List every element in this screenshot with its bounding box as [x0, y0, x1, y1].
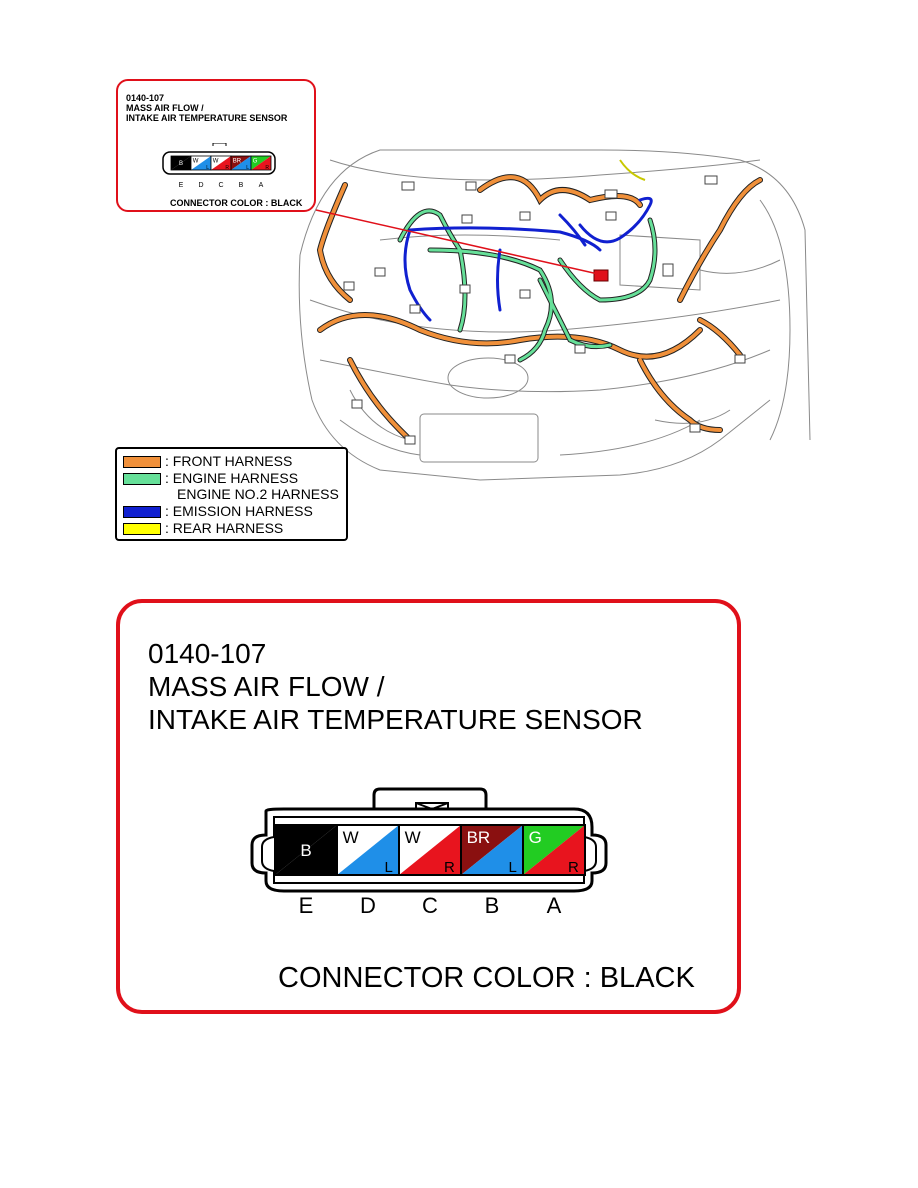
legend-label-engine: : ENGINE HARNESS: [165, 470, 299, 486]
large-pin-b-top-color: BR: [467, 828, 491, 847]
legend-label-rear: : REAR HARNESS: [165, 520, 284, 536]
small-pin-letter-c: C: [218, 182, 223, 189]
small-pin-d-top-color: W: [193, 158, 199, 164]
large-pin-c-top-color: W: [405, 828, 421, 847]
legend-label-engine-no2: ENGINE NO.2 HARNESS: [177, 486, 339, 502]
rear-harness-wires: [619, 159, 646, 181]
large-pin-d: WL: [336, 824, 400, 876]
legend-swatch-rear: [123, 522, 161, 535]
small-pin-e-color: B: [179, 161, 183, 167]
small-pin-a-top-color: G: [253, 158, 258, 164]
harness-legend: : FRONT HARNESS : ENGINE HARNESS ENGINE …: [115, 447, 348, 541]
large-connector-color: CONNECTOR COLOR : BLACK: [278, 962, 695, 994]
small-pin-a: GR: [250, 155, 272, 171]
large-pin-letter-a: A: [547, 893, 562, 917]
large-pin-a-bottom-color: R: [568, 859, 579, 876]
large-pin-e: B: [274, 824, 338, 876]
legend-label-front: : FRONT HARNESS: [165, 453, 293, 469]
legend-item-emission: : EMISSION HARNESS: [123, 504, 313, 519]
large-pin-c: WR: [398, 824, 462, 876]
small-pin-b: BR L: [230, 155, 252, 171]
legend-swatch-emission: [123, 505, 161, 518]
small-pin-c: WR: [210, 155, 232, 171]
small-pin-e: B: [170, 155, 192, 171]
large-pin-d-top-color: W: [343, 828, 359, 847]
large-pin-a: GR: [522, 824, 586, 876]
small-name-line2: INTAKE AIR TEMPERATURE SENSOR: [126, 113, 288, 123]
large-callout-box: 0140-107 MASS AIR FLOW / INTAKE AIR TEMP…: [116, 599, 741, 1014]
small-pin-letter-b: B: [239, 182, 244, 189]
large-pin-d-bottom-color: L: [384, 859, 392, 876]
small-pin-a-bottom-color: R: [265, 165, 269, 171]
small-callout-title: 0140-107 MASS AIR FLOW / INTAKE AIR TEMP…: [126, 93, 287, 123]
legend-item-rear: : REAR HARNESS: [123, 521, 283, 536]
small-pin-d-bottom-color: L: [206, 165, 209, 171]
small-pin-d: WL: [190, 155, 212, 171]
front-harness-wires-fill: [317, 175, 762, 442]
large-pin-a-top-color: G: [529, 828, 542, 847]
small-code: 0140-107: [126, 93, 165, 103]
legend-item-engine: : ENGINE HARNESS: [123, 471, 298, 486]
large-code: 0140-107: [148, 638, 267, 669]
legend-swatch-engine: [123, 472, 161, 485]
small-connector-color: CONNECTOR COLOR : BLACK: [170, 198, 303, 208]
large-pin-c-bottom-color: R: [444, 859, 455, 876]
small-pin-b-top-color: BR: [233, 158, 242, 164]
large-name-line2: INTAKE AIR TEMPERATURE SENSOR: [148, 704, 643, 735]
large-pin-letter-e: E: [299, 893, 314, 917]
legend-item-front: : FRONT HARNESS: [123, 454, 292, 469]
engine-harness-wires-fill: [398, 209, 657, 362]
small-pin-b-bottom-color: L: [246, 165, 249, 171]
large-pin-letter-d: D: [360, 893, 376, 917]
small-pin-letter-d: D: [198, 182, 203, 189]
connector-blocks: [343, 175, 746, 445]
large-pin-e-color: B: [300, 841, 311, 860]
large-pin-b-bottom-color: L: [508, 859, 516, 876]
large-pin-letter-b: B: [485, 893, 500, 917]
engine-bay-illustration: [298, 149, 811, 481]
maf-connector-marker: [593, 269, 609, 282]
small-pin-c-bottom-color: R: [225, 165, 229, 171]
legend-swatch-front: [123, 455, 161, 468]
large-pin-letter-c: C: [422, 893, 438, 917]
small-pin-letter-a: A: [259, 182, 264, 189]
emission-harness-wires: [403, 196, 653, 322]
small-callout-box: 0140-107 MASS AIR FLOW / INTAKE AIR TEMP…: [116, 79, 316, 212]
small-pin-letter-e: E: [179, 182, 184, 189]
small-name-line1: MASS AIR FLOW /: [126, 103, 204, 113]
large-name-line1: MASS AIR FLOW /: [148, 671, 385, 702]
legend-label-emission: : EMISSION HARNESS: [165, 503, 313, 519]
leader-line: [315, 209, 599, 275]
large-callout-title: 0140-107 MASS AIR FLOW / INTAKE AIR TEMP…: [148, 637, 643, 736]
large-pin-b: BR L: [460, 824, 524, 876]
front-harness-wires: [316, 174, 763, 443]
small-pin-c-top-color: W: [213, 158, 219, 164]
